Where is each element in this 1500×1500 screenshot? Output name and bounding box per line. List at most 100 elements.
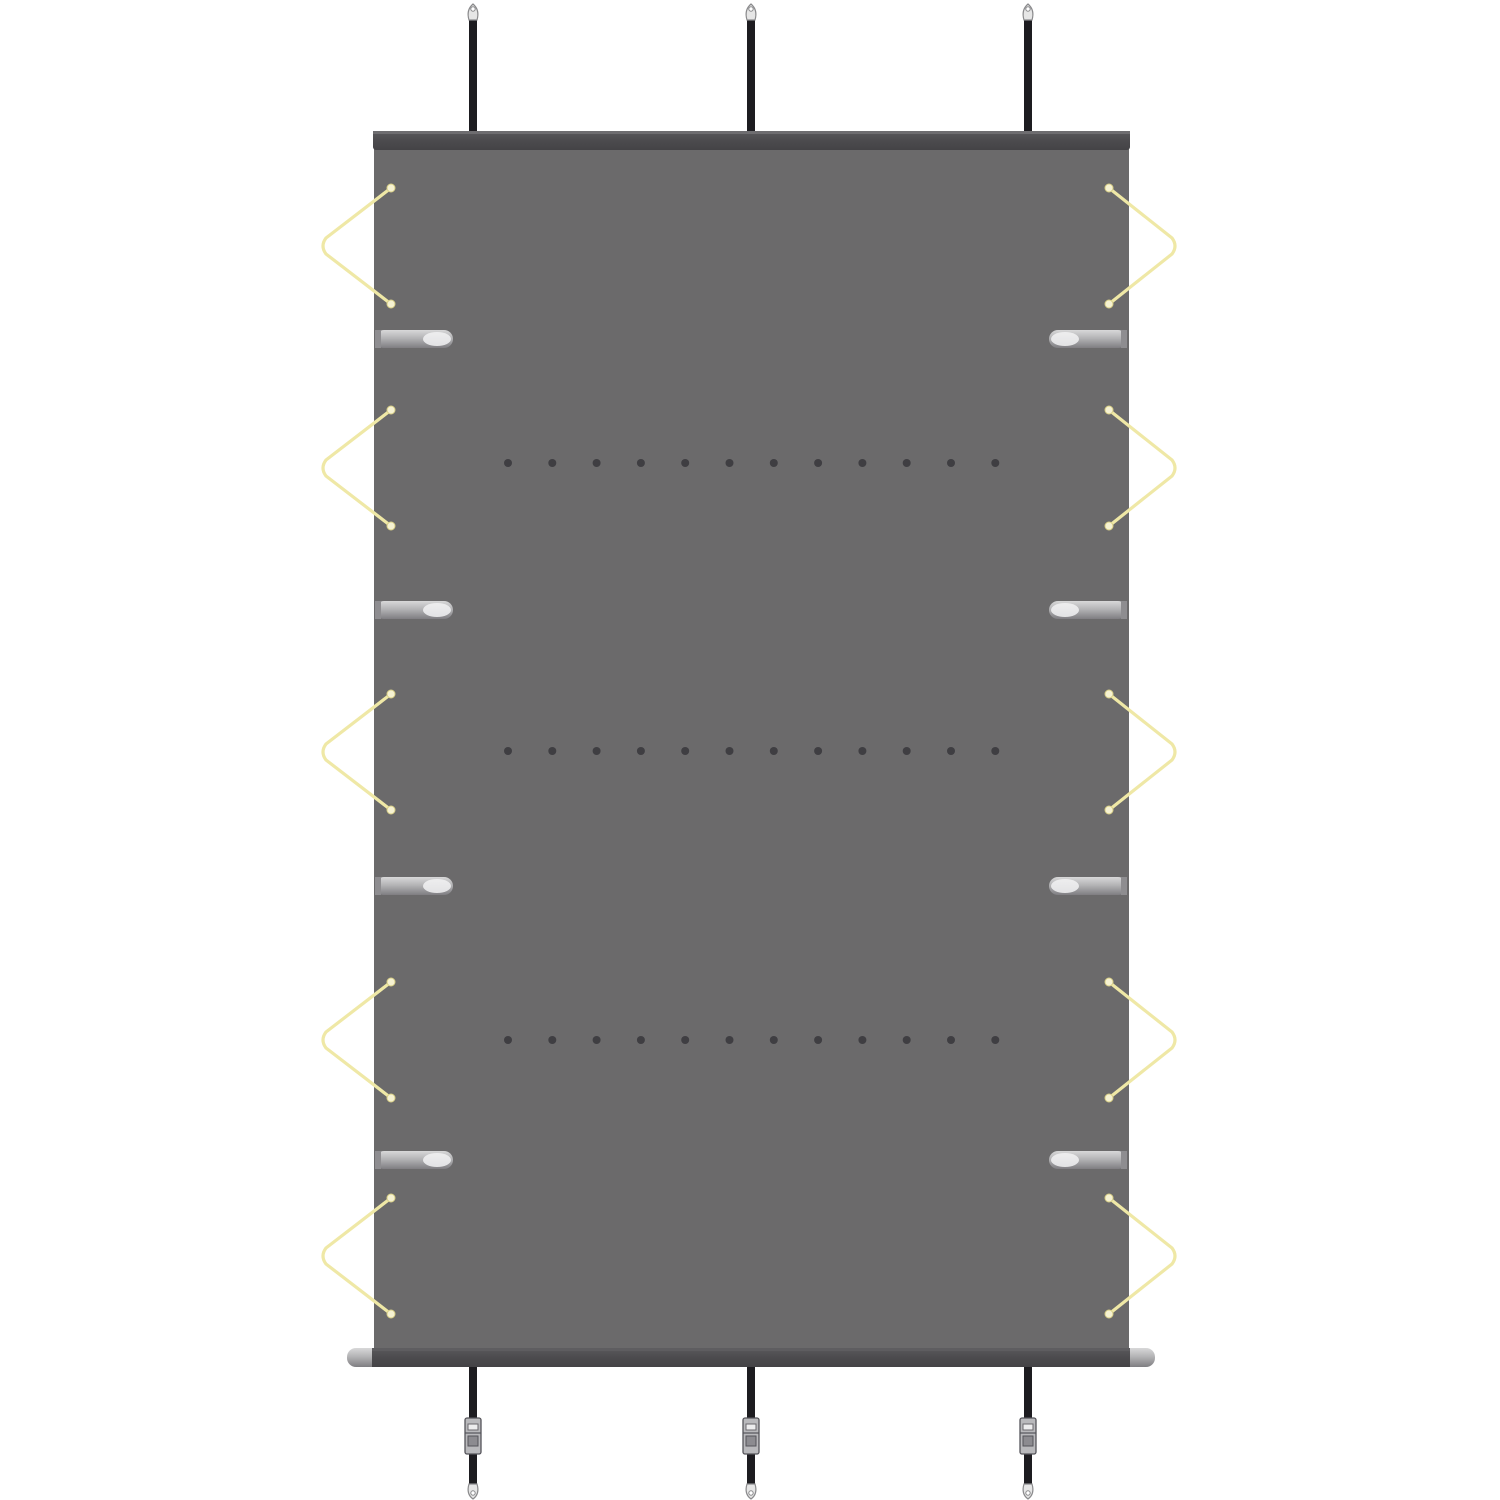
grommet-icon — [947, 459, 955, 467]
grommet-icon — [814, 747, 823, 755]
strap-webbing — [469, 18, 477, 142]
grommet-icon — [858, 459, 867, 467]
strap-webbing — [747, 18, 755, 142]
loop-knot — [1104, 805, 1114, 815]
grommet-icon — [902, 747, 911, 755]
ratchet-buckle-icon — [1019, 1417, 1037, 1455]
clip-hook-icon — [467, 1483, 479, 1500]
bottom-strap — [1019, 1360, 1037, 1500]
loop-knot — [386, 1093, 396, 1103]
grommet-icon — [814, 459, 823, 467]
ratchet-buckle-icon — [742, 1417, 760, 1455]
bungee-loop-icon — [1104, 405, 1177, 531]
loop-knot — [386, 521, 396, 531]
clip-hook-icon — [467, 3, 479, 21]
bungee-loop-icon — [1104, 1193, 1177, 1319]
grommet-icon — [681, 747, 690, 755]
bottom-strap — [742, 1360, 760, 1500]
grommet-icon — [947, 747, 955, 755]
grommet-icon — [769, 459, 778, 467]
grommet-icon — [725, 1036, 734, 1044]
loop-knot — [386, 405, 396, 415]
drain-hole-row — [504, 1036, 1000, 1044]
clip-hook-icon — [745, 3, 757, 21]
loop-knot — [1104, 1193, 1114, 1203]
grommet-icon — [592, 459, 601, 467]
top-edge-bar — [373, 131, 1130, 150]
tube-handle-icon — [375, 877, 453, 895]
grommet-icon — [636, 1036, 645, 1044]
top-strap — [1022, 3, 1034, 143]
ratchet-buckle-icon — [464, 1417, 482, 1455]
loop-knot — [386, 183, 396, 193]
loop-knot — [1104, 977, 1114, 987]
grommet-icon — [769, 747, 778, 755]
drain-hole-row — [504, 459, 1000, 467]
grommet-icon — [548, 459, 557, 467]
bottom-strap — [464, 1360, 482, 1500]
grommet-icon — [504, 1036, 512, 1044]
strap-webbing — [1024, 18, 1032, 142]
loop-knot — [386, 1309, 396, 1319]
clip-hook-icon — [745, 1483, 757, 1500]
grommet-icon — [681, 1036, 690, 1044]
tube-handle-icon — [1049, 601, 1127, 619]
bottom-straps — [464, 1360, 1037, 1500]
loop-knot — [1104, 689, 1114, 699]
grommet-icon — [769, 1036, 778, 1044]
grommet-icon — [504, 747, 512, 755]
grommet-icon — [548, 1036, 557, 1044]
grommet-icon — [636, 747, 645, 755]
grommet-icon — [858, 747, 867, 755]
grommet-icon — [592, 1036, 601, 1044]
tube-handle-icon — [1049, 330, 1127, 348]
loop-knot — [1104, 405, 1114, 415]
bungee-loop-icon — [321, 405, 396, 531]
tube-handle-icon — [1049, 877, 1127, 895]
bungee-loop-icon — [321, 1193, 396, 1319]
bungee-loops — [321, 183, 1177, 1319]
clip-hook-icon — [1022, 3, 1034, 21]
top-strap — [467, 3, 479, 143]
bungee-loop-icon — [321, 689, 396, 815]
loop-knot — [386, 805, 396, 815]
loop-knot — [386, 689, 396, 699]
loop-knot — [386, 299, 396, 309]
grommet-icon — [902, 1036, 911, 1044]
tube-handle-icon — [375, 1151, 453, 1169]
bungee-loop-icon — [1104, 183, 1177, 309]
grommet-icon — [902, 459, 911, 467]
tube-handles — [375, 330, 1127, 1169]
loop-knot — [1104, 299, 1114, 309]
loop-knot — [1104, 1309, 1114, 1319]
loop-knot — [1104, 183, 1114, 193]
loop-knot — [386, 1193, 396, 1203]
grommet-icon — [858, 1036, 867, 1044]
grommet-icon — [947, 1036, 955, 1044]
drain-holes — [504, 459, 1000, 1044]
grommet-icon — [991, 1036, 1000, 1044]
tube-handle-icon — [375, 601, 453, 619]
bottom-edge-bar — [347, 1348, 1155, 1367]
grommet-icon — [814, 1036, 823, 1044]
grommet-icon — [725, 459, 734, 467]
grommet-icon — [991, 747, 1000, 755]
grommet-icon — [548, 747, 557, 755]
loop-knot — [1104, 1093, 1114, 1103]
grommet-icon — [681, 459, 690, 467]
grommet-icon — [592, 747, 601, 755]
tube-handle-icon — [375, 330, 453, 348]
grommet-icon — [991, 459, 1000, 467]
cover-body — [374, 148, 1129, 1351]
loop-knot — [386, 977, 396, 987]
bungee-loop-icon — [1104, 689, 1177, 815]
tube-handle-icon — [1049, 1151, 1127, 1169]
loop-knot — [1104, 521, 1114, 531]
top-strap — [745, 3, 757, 143]
drain-hole-row — [504, 747, 1000, 755]
bungee-loop-icon — [321, 977, 396, 1103]
bungee-loop-icon — [321, 183, 396, 309]
bungee-loop-icon — [1104, 977, 1177, 1103]
grommet-icon — [725, 747, 734, 755]
